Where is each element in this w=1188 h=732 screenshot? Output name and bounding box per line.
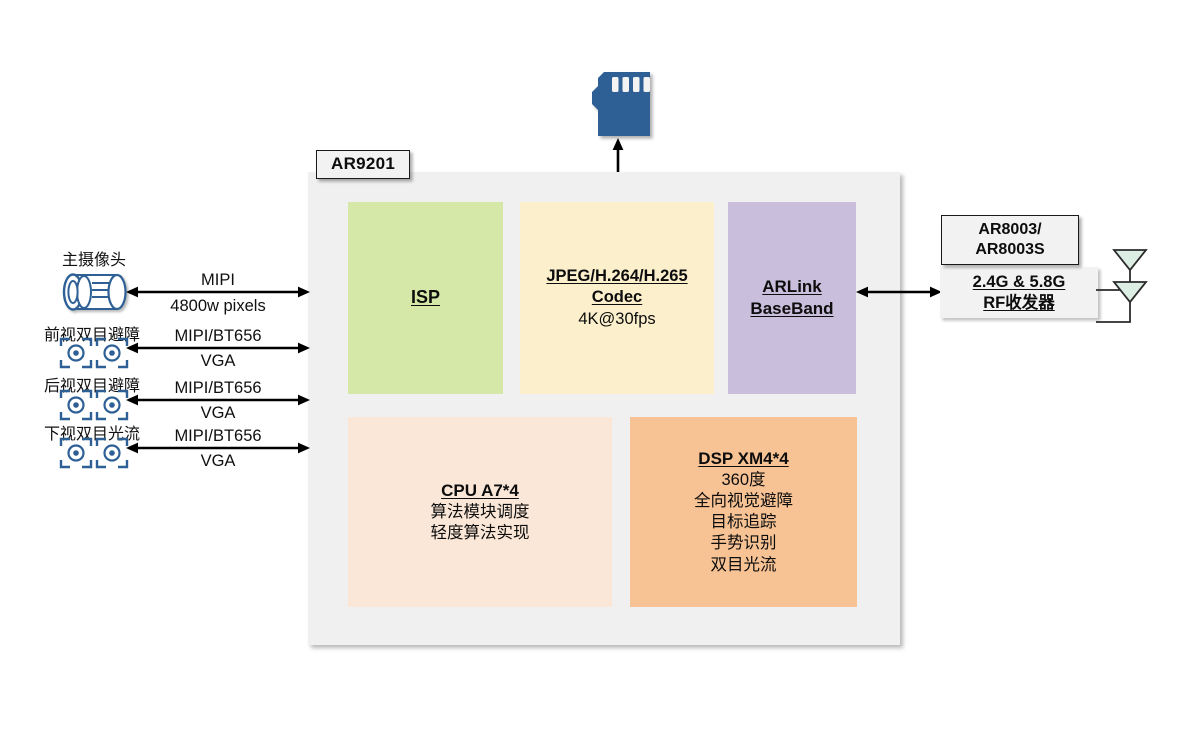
bus-label-rear-stereo-line2: VGA	[200, 404, 236, 422]
block-codec-detail: 4K@30fps	[578, 309, 656, 328]
rf-part-label-line2: AR8003S	[975, 240, 1045, 258]
block-arlink-title-line2: BaseBand	[750, 299, 834, 318]
block-arlink-title-line1: ARLink	[762, 277, 822, 297]
rf-part-label: AR8003/ AR8003S	[941, 215, 1079, 266]
arrow-down-stereo-to-soc	[126, 438, 310, 458]
bus-label-rear-stereo-line1: MIPI/BT656	[174, 379, 262, 397]
soc-title-label: AR9201	[316, 150, 411, 179]
block-dsp-title: DSP XM4*4	[698, 449, 789, 469]
block-codec[interactable]: JPEG/H.264/H.265 Codec 4K@30fps	[520, 202, 714, 394]
block-codec-title-line2: Codec	[591, 288, 643, 307]
block-dsp-detail-5: 双目光流	[710, 555, 777, 574]
block-codec-title-line1: JPEG/H.264/H.265	[546, 267, 688, 286]
bus-label-front-stereo-line2: VGA	[200, 352, 236, 370]
block-dsp-detail-1: 360度	[721, 471, 766, 490]
bus-label-main-camera-line1: MIPI	[201, 271, 235, 289]
stereo-camera-icon-down	[58, 436, 130, 470]
stereo-camera-icon-rear	[58, 388, 130, 422]
bus-label-down-stereo-line2: VGA	[200, 452, 236, 470]
bus-label-main-camera-line2: 4800w pixels	[170, 297, 266, 315]
block-dsp[interactable]: DSP XM4*4 360度 全向视觉避障 目标追踪 手势识别 双目光流	[630, 417, 857, 607]
block-isp[interactable]: ISP	[348, 202, 503, 394]
arrow-main-camera-to-soc	[126, 282, 310, 302]
block-cpu-title: CPU A7*4	[441, 481, 519, 501]
block-dsp-detail-4: 手势识别	[710, 534, 777, 553]
rf-title-line2: RF收发器	[983, 293, 1055, 312]
block-cpu-detail-2: 轻度算法实现	[430, 523, 530, 542]
camera-lens-icon	[62, 271, 128, 313]
source-label-main-camera: 主摄像头	[62, 252, 127, 269]
block-dsp-detail-2: 全向视觉避障	[694, 492, 793, 511]
arrow-rear-stereo-to-soc	[126, 390, 310, 410]
block-isp-title: ISP	[410, 287, 440, 308]
rf-transceiver-block[interactable]: 2.4G & 5.8G RF收发器	[940, 267, 1098, 318]
block-dsp-detail-3: 目标追踪	[710, 513, 777, 532]
block-cpu[interactable]: CPU A7*4 算法模块调度 轻度算法实现	[348, 417, 612, 607]
bus-label-front-stereo-line1: MIPI/BT656	[174, 327, 262, 345]
block-cpu-detail-1: 算法模块调度	[430, 502, 530, 521]
stereo-camera-icon-front	[58, 336, 130, 370]
rf-title-line1: 2.4G & 5.8G	[972, 273, 1066, 292]
arrow-front-stereo-to-soc	[126, 338, 310, 358]
bus-label-down-stereo-line1: MIPI/BT656	[174, 427, 262, 445]
block-arlink[interactable]: ARLink BaseBand	[728, 202, 856, 394]
arrow-arlink-to-rf	[856, 282, 942, 302]
rf-part-label-line1: AR8003/	[978, 221, 1042, 238]
antenna-group	[1096, 244, 1180, 328]
sd-card-icon	[588, 70, 658, 142]
